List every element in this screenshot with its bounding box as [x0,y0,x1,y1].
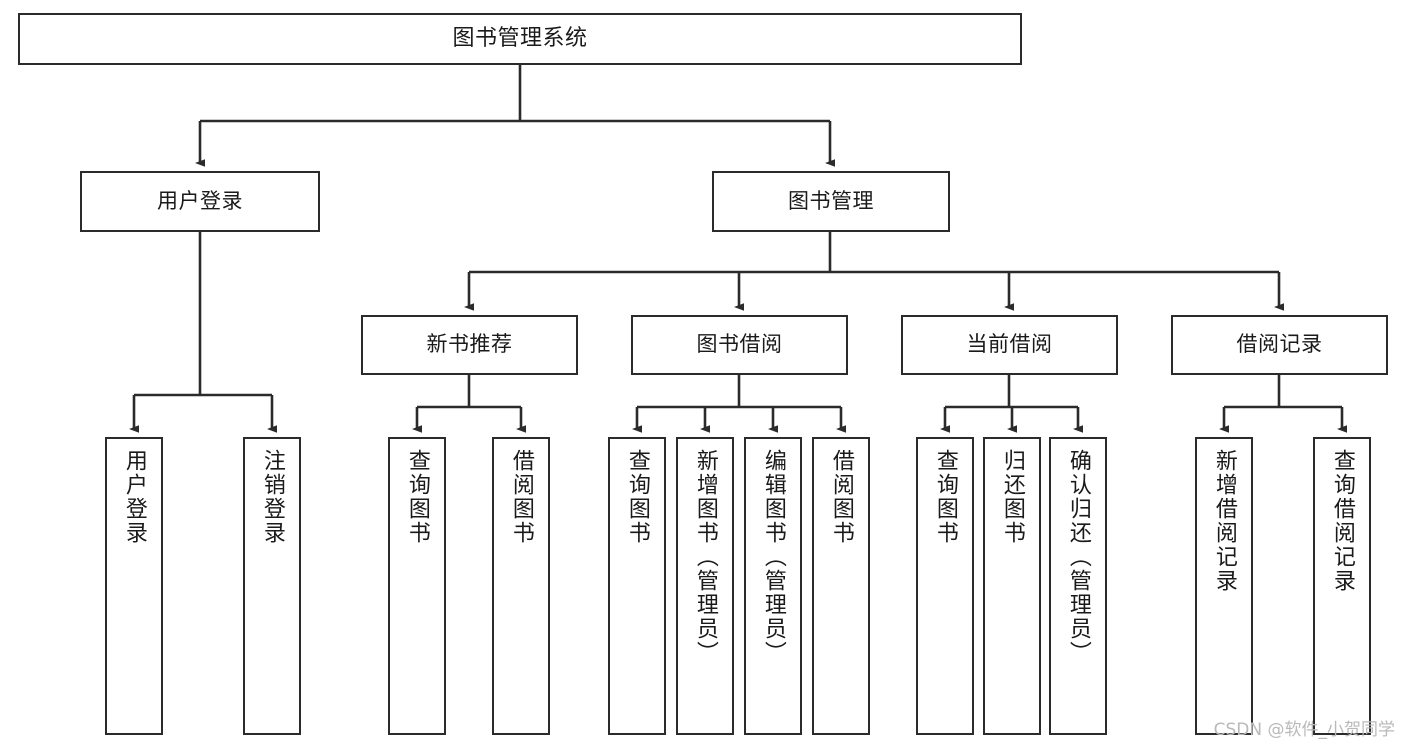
node-current-borrow-label: 当前借阅 [966,332,1053,357]
node-leaf-query-book-2[interactable]: 查询图书 [608,437,666,735]
node-leaf-edit-book[interactable]: 编辑图书（管理员） [744,437,802,735]
node-leaf-user-login-label: 用户登录 [121,449,147,545]
node-leaf-confirm-return-label: 确认归还（管理员） [1065,449,1091,665]
node-leaf-confirm-return[interactable]: 确认归还（管理员） [1049,437,1107,735]
node-leaf-borrow-book-2-label: 借阅图书 [828,449,854,545]
node-book-management-label: 图书管理 [788,188,874,213]
node-leaf-query-book-3-label: 查询图书 [932,449,958,545]
node-leaf-borrow-book-1[interactable]: 借阅图书 [492,437,550,735]
node-leaf-query-book-1-label: 查询图书 [404,449,430,545]
node-leaf-return-book-label: 归还图书 [999,449,1025,545]
node-new-book-recommend[interactable]: 新书推荐 [361,315,578,375]
node-leaf-return-book[interactable]: 归还图书 [983,437,1041,735]
node-book-borrow-label: 图书借阅 [696,332,783,357]
node-leaf-borrow-book-1-label: 借阅图书 [508,449,534,545]
node-current-borrow[interactable]: 当前借阅 [901,315,1118,375]
node-leaf-borrow-book-2[interactable]: 借阅图书 [812,437,870,735]
node-leaf-query-book-1[interactable]: 查询图书 [388,437,446,735]
node-leaf-query-record-label: 查询借阅记录 [1329,449,1355,593]
node-leaf-query-book-3[interactable]: 查询图书 [916,437,974,735]
node-borrow-record[interactable]: 借阅记录 [1171,315,1388,375]
node-leaf-edit-book-label: 编辑图书（管理员） [760,449,786,665]
node-leaf-add-record-label: 新增借阅记录 [1211,449,1237,593]
node-leaf-user-login[interactable]: 用户登录 [105,437,163,735]
node-leaf-add-book[interactable]: 新增图书（管理员） [676,437,734,735]
node-leaf-add-book-label: 新增图书（管理员） [692,449,718,665]
node-new-book-recommend-label: 新书推荐 [426,332,513,357]
node-leaf-query-record[interactable]: 查询借阅记录 [1313,437,1371,735]
node-book-borrow[interactable]: 图书借阅 [631,315,848,375]
node-leaf-logout[interactable]: 注销登录 [243,437,301,735]
node-root-label: 图书管理系统 [452,25,588,51]
node-user-login[interactable]: 用户登录 [80,171,320,232]
node-leaf-query-book-2-label: 查询图书 [624,449,650,545]
node-borrow-record-label: 借阅记录 [1236,332,1323,357]
node-book-management[interactable]: 图书管理 [712,171,950,232]
node-user-login-label: 用户登录 [157,188,243,213]
node-root[interactable]: 图书管理系统 [18,13,1022,65]
node-leaf-add-record[interactable]: 新增借阅记录 [1195,437,1253,735]
node-leaf-logout-label: 注销登录 [259,449,285,545]
